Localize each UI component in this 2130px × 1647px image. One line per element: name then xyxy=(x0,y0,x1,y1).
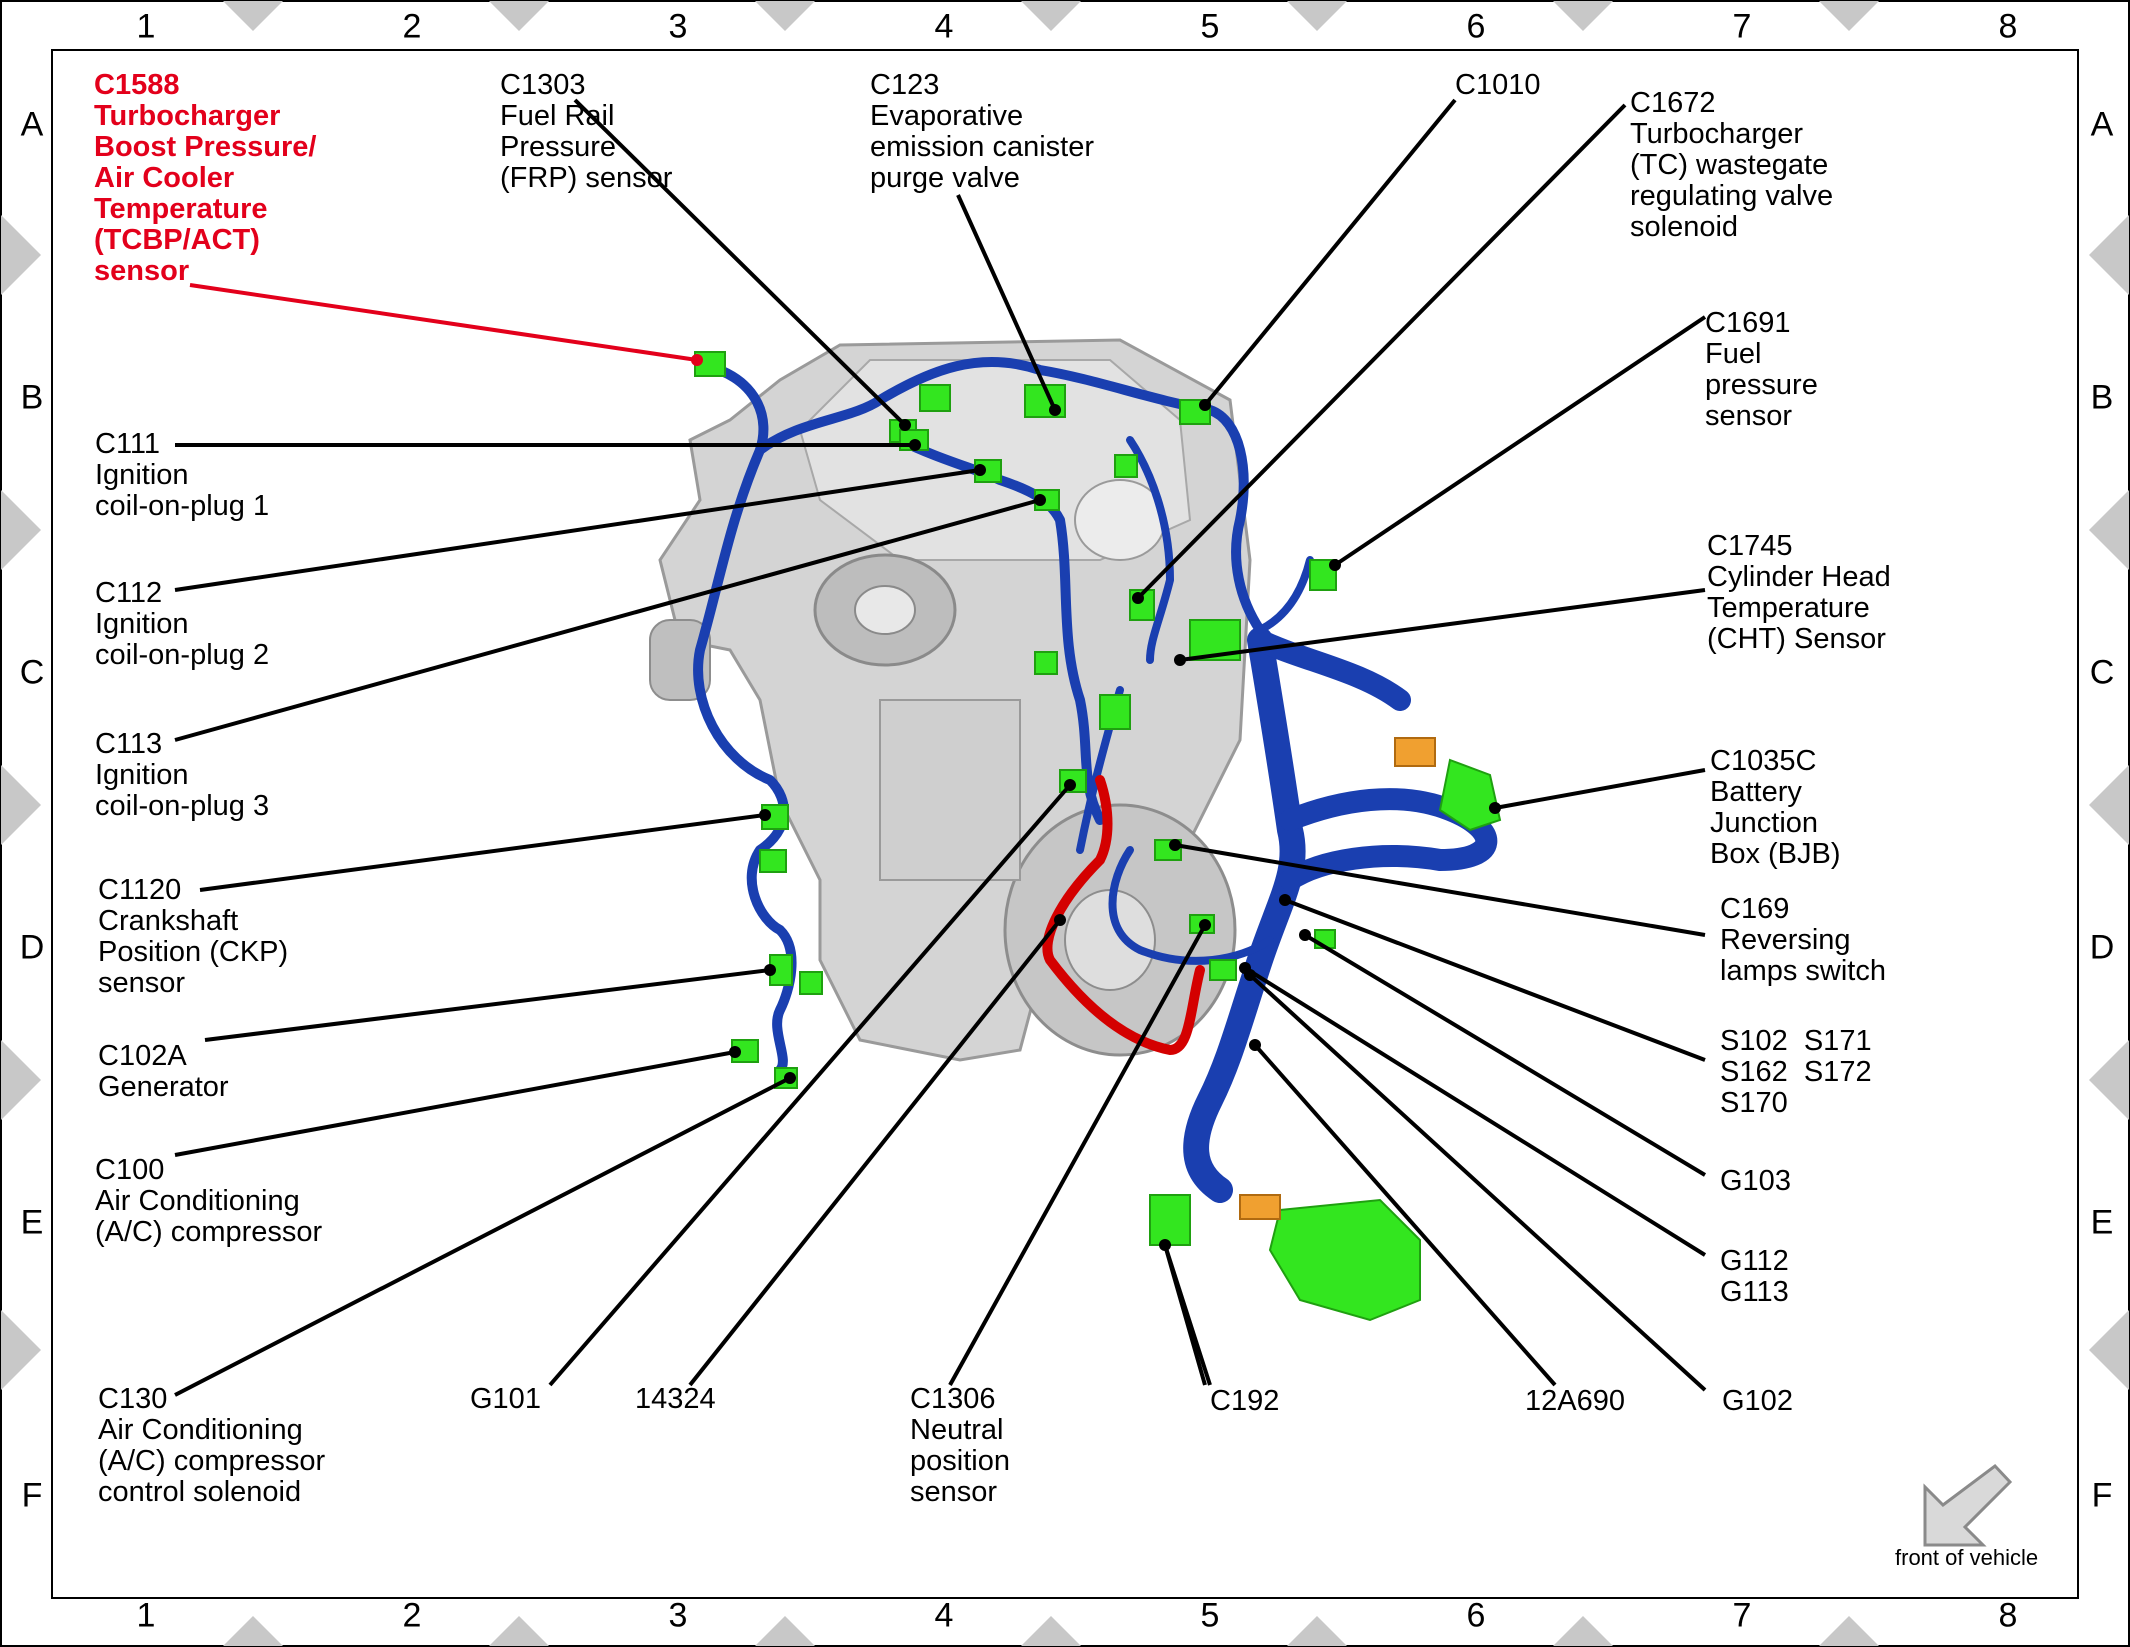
label-c192: C192 xyxy=(1210,1385,1280,1417)
label-c130: C130 Air Conditioning (A/C) compressor c… xyxy=(98,1383,326,1508)
connectors xyxy=(694,351,1502,1322)
grid-col-7-bottom: 7 xyxy=(1732,1596,1752,1635)
label-c111: C111 Ignition coil-on-plug 1 xyxy=(95,428,270,522)
label-c123: C123 Evaporative emission canister purge… xyxy=(870,69,1095,194)
arrowheads xyxy=(729,399,1501,1251)
label-g102: G102 xyxy=(1722,1385,1793,1417)
label-c1010: C1010 xyxy=(1455,69,1541,101)
grid-col-3-bottom: 3 xyxy=(668,1596,688,1635)
label-c113: C113 Ignition coil-on-plug 3 xyxy=(95,728,270,822)
grid-row-d-left: D xyxy=(19,928,45,967)
leader-lines xyxy=(174,98,1707,1397)
label-c1035c: C1035C Battery Junction Box (BJB) xyxy=(1710,745,1841,870)
grid-col-1-top: 1 xyxy=(136,7,156,46)
label-c1303: C1303 Fuel Rail Pressure (FRP) sensor xyxy=(500,69,673,194)
label-c1306: C1306 Neutral position sensor xyxy=(910,1383,1010,1508)
orange-connectors xyxy=(1239,737,1436,1220)
grid-row-b-left: B xyxy=(20,378,44,417)
grid-col-2-bottom: 2 xyxy=(402,1596,422,1635)
grid-row-e-right: E xyxy=(2090,1203,2114,1242)
leader-line-red xyxy=(189,283,698,362)
grid-row-a-right: A xyxy=(2090,105,2114,144)
label-c1745: C1745 Cylinder Head Temperature (CHT) Se… xyxy=(1707,530,1891,655)
grid-row-d-right: D xyxy=(2089,928,2115,967)
grid-row-f-left: F xyxy=(21,1476,43,1515)
grid-col-6-bottom: 6 xyxy=(1466,1596,1486,1635)
grid-col-8-bottom: 8 xyxy=(1998,1596,2018,1635)
grid-col-3-top: 3 xyxy=(668,7,688,46)
grid-row-a-left: A xyxy=(20,105,44,144)
grid-col-5-bottom: 5 xyxy=(1200,1596,1220,1635)
label-c100: C100 Air Conditioning (A/C) compressor xyxy=(95,1154,323,1248)
grid-col-1-bottom: 1 xyxy=(136,1596,156,1635)
grid-col-5-top: 5 xyxy=(1200,7,1220,46)
front-of-vehicle-arrow-icon xyxy=(1923,1463,2013,1547)
grid-row-c-right: C xyxy=(2089,653,2115,692)
grid-col-4-top: 4 xyxy=(934,7,954,46)
label-12a690: 12A690 xyxy=(1525,1385,1625,1417)
front-of-vehicle-label: front of vehicle xyxy=(1895,1545,2039,1570)
label-c169: C169 Reversing lamps switch xyxy=(1720,893,1886,987)
label-g103: G103 xyxy=(1720,1165,1791,1197)
label-c1672: C1672 Turbocharger (TC) wastegate regula… xyxy=(1630,87,1834,243)
grid-row-b-right: B xyxy=(2090,378,2114,417)
arrowhead-red xyxy=(691,354,703,366)
grid-col-7-top: 7 xyxy=(1732,7,1752,46)
label-splices: S102 S171 S162 S172 S170 xyxy=(1720,1025,1872,1119)
grid-col-4-bottom: 4 xyxy=(934,1596,954,1635)
label-c1691: C1691 Fuel pressure sensor xyxy=(1705,307,1818,432)
label-c1588: C1588 Turbocharger Boost Pressure/ Air C… xyxy=(94,69,317,287)
grid-col-8-top: 8 xyxy=(1998,7,2018,46)
label-g101: G101 xyxy=(470,1383,541,1415)
label-c112: C112 Ignition coil-on-plug 2 xyxy=(95,577,270,671)
grid-row-e-left: E xyxy=(20,1203,44,1242)
grid-col-6-top: 6 xyxy=(1466,7,1486,46)
grid-row-f-right: F xyxy=(2091,1476,2113,1515)
label-c102a: C102A Generator xyxy=(98,1040,229,1103)
label-g112-g113: G112 G113 xyxy=(1720,1245,1789,1308)
grid-row-c-left: C xyxy=(19,653,45,692)
label-c1120: C1120 Crankshaft Position (CKP) sensor xyxy=(98,874,289,999)
grid-col-2-top: 2 xyxy=(402,7,422,46)
label-14324: 14324 xyxy=(635,1383,716,1415)
